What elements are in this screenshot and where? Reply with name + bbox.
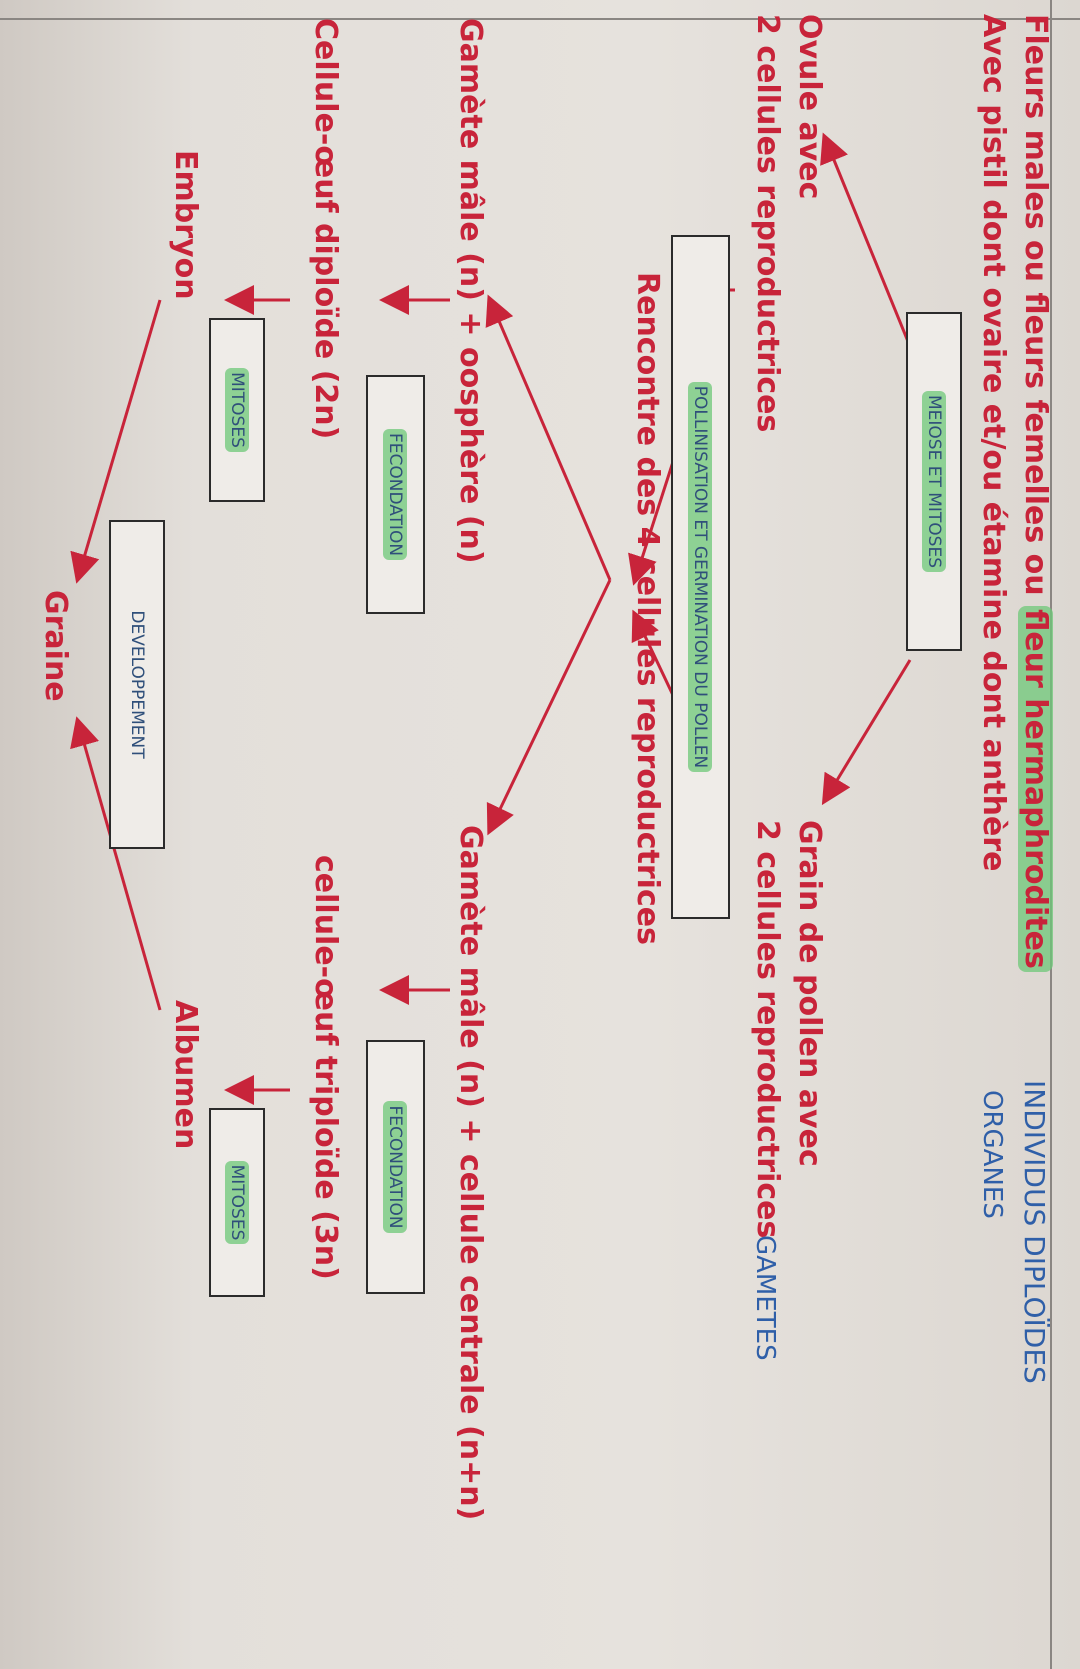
arrow-rencontre-to-gamete-left xyxy=(485,294,612,581)
box-developpement-label: DEVELOPPEMENT xyxy=(127,610,147,759)
box-fecondation-left: FECONDATION xyxy=(366,375,425,614)
line-fleurs-highlight: fleur hermaphrodites xyxy=(1018,606,1053,972)
box-fecondation-right-label: FECONDATION xyxy=(383,1101,408,1233)
graine: Graine xyxy=(38,590,73,702)
box-developpement: DEVELOPPEMENT xyxy=(109,520,165,849)
grain-line1: Grain de pollen avec xyxy=(792,820,827,1167)
box-pollinisation: POLLINISATION ET GERMINATION DU POLLEN xyxy=(671,235,730,919)
embryon: Embryon xyxy=(168,150,203,300)
ovule-line1: Ovule avec xyxy=(792,14,827,200)
line-fleurs: Fleurs males ou fleurs femelles ou fleur… xyxy=(1018,14,1053,972)
line-pistil: Avec pistil dont ovaire et/ou étamine do… xyxy=(976,14,1011,872)
albumen: Albumen xyxy=(168,1000,203,1150)
label-gametes: GAMETES xyxy=(750,1235,780,1361)
box-fecondation-left-label: FECONDATION xyxy=(383,428,408,561)
box-meiose-mitoses: MEIOSE ET MITOSES xyxy=(906,312,962,651)
box-meiose-label: MEIOSE ET MITOSES xyxy=(922,390,946,573)
oeuf-left: Cellule-œuf diploïde (2n) xyxy=(308,18,343,440)
gamete-right: Gamète mâle (n) + cellule centrale (n+n) xyxy=(453,825,488,1521)
oeuf-right: cellule-œuf triploïde (3n) xyxy=(308,855,343,1280)
box-mitoses-left-label: MITOSES xyxy=(225,368,249,452)
grain-line2: 2 cellules reproductrices xyxy=(750,820,785,1239)
arrow-embryon-to-graine xyxy=(70,299,162,584)
ovule-line2: 2 cellules reproductrices xyxy=(750,14,785,433)
paper-top-edge xyxy=(0,18,1080,20)
box-mitoses-right-label: MITOSES xyxy=(225,1160,249,1245)
arrow-rencontre-to-gamete-right xyxy=(486,579,612,836)
arrow-albumen-to-graine xyxy=(70,716,162,1011)
box-mitoses-right: MITOSES xyxy=(209,1108,265,1297)
box-mitoses-left: MITOSES xyxy=(209,318,265,502)
box-pollinisation-label: POLLINISATION ET GERMINATION DU POLLEN xyxy=(688,381,713,773)
label-individus: INDIVIDUS DIPLOÏDES xyxy=(1018,1080,1051,1384)
gamete-left: Gamète mâle (n) + oosphère (n) xyxy=(453,18,488,564)
rencontre-line: Rencontre des 4 cellules reproductrices xyxy=(630,272,665,945)
arrow-fleur-to-grain xyxy=(821,659,912,806)
box-fecondation-right: FECONDATION xyxy=(366,1040,425,1294)
label-organes: ORGANES xyxy=(977,1090,1007,1219)
line-fleurs-text: Fleurs males ou fleurs femelles ou xyxy=(1018,14,1053,607)
